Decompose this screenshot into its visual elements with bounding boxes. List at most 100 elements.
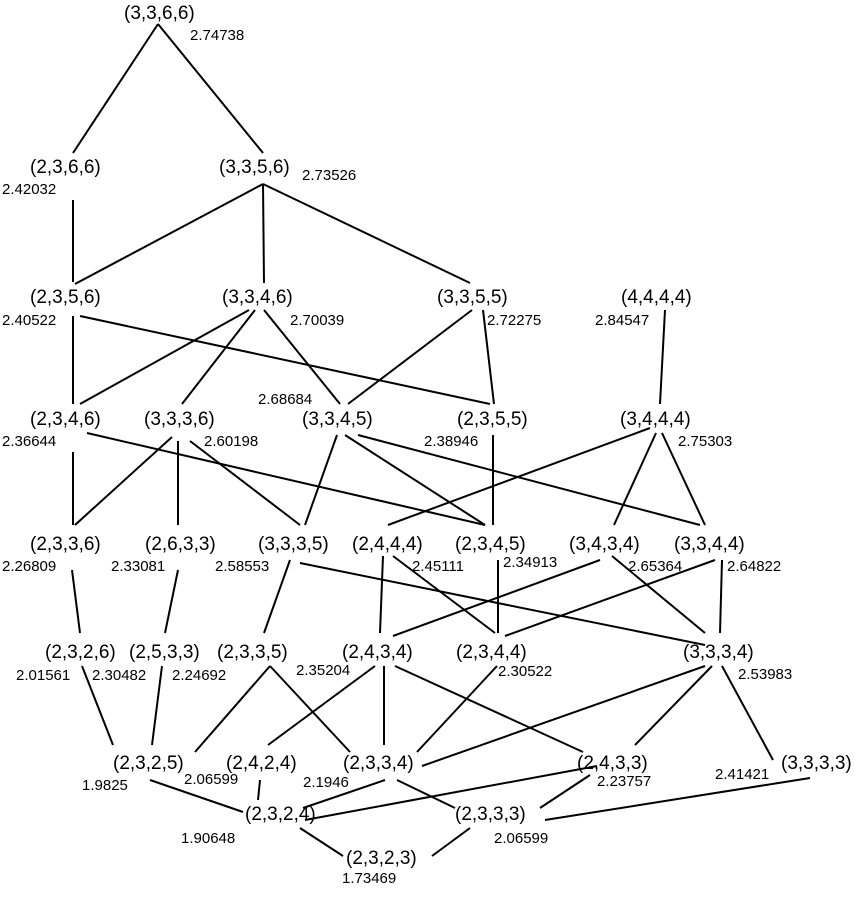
node-value: 2.41421 <box>715 766 769 783</box>
node-label: (3,4,3,4) <box>569 534 640 555</box>
node-value: 2.23757 <box>597 773 651 790</box>
node-label: (2,3,2,5) <box>113 753 184 774</box>
node-value: 2.42032 <box>2 181 56 198</box>
edge-3434-3334 <box>611 555 706 634</box>
edge-3346-3345 <box>263 309 341 405</box>
node-label: (2,3,5,6) <box>30 287 101 308</box>
node-label: (2,4,4,4) <box>352 534 423 555</box>
node-label: (3,3,3,6) <box>144 409 215 430</box>
node-label: (2,3,4,4) <box>456 642 527 663</box>
node-label: (3,3,4,5) <box>302 409 373 430</box>
node-value: 2.73526 <box>302 167 356 184</box>
node-label: (2,6,3,3) <box>145 534 216 555</box>
node-value: 2.65364 <box>628 558 682 575</box>
edge-3356-3346 <box>262 183 265 284</box>
node-value: 2.35204 <box>296 662 350 679</box>
edge-3344-2344 <box>504 559 716 637</box>
node-value: 2.75303 <box>678 433 732 450</box>
node-label: (3,3,5,6) <box>219 157 290 178</box>
node-value: 2.68684 <box>258 391 312 408</box>
node-value: 2.58553 <box>215 558 269 575</box>
edge-2326-2325 <box>81 665 114 746</box>
edge-2633-2533 <box>164 569 179 634</box>
node-label: (3,3,6,6) <box>124 3 195 24</box>
edge-2346-2345 <box>86 432 486 526</box>
edge-2333-2323 <box>431 827 471 857</box>
edge-2344-2334 <box>416 665 498 753</box>
node-label: (2,3,4,6) <box>30 409 101 430</box>
node-value: 2.1946 <box>303 774 349 791</box>
node-value: 2.30482 <box>92 667 146 684</box>
edge-2334-2333 <box>396 779 456 809</box>
edge-3444-3344 <box>661 432 706 526</box>
edge-3434-2434 <box>392 559 601 637</box>
edge-2356-2355 <box>79 315 491 405</box>
node-label: (2,3,3,5) <box>217 642 288 663</box>
node-label: (3,3,3,4) <box>683 642 754 663</box>
node-value: 2.26809 <box>2 558 56 575</box>
node-label: (2,4,3,3) <box>577 753 648 774</box>
node-label: (2,3,4,5) <box>455 534 526 555</box>
edge-3336-2336 <box>74 436 173 526</box>
node-label: (2,4,2,4) <box>226 753 297 774</box>
edge-2334-2324 <box>302 779 386 809</box>
node-label: (2,4,3,4) <box>342 642 413 663</box>
edge-3444-3434 <box>613 432 657 526</box>
node-value: 2.72275 <box>487 312 541 329</box>
node-label: (2,3,5,5) <box>457 409 528 430</box>
node-label: (2,5,3,3) <box>129 642 200 663</box>
node-label: (3,3,3,3) <box>781 753 852 774</box>
node-value: 2.06599 <box>184 771 238 788</box>
edge-2433-2324 <box>304 765 598 821</box>
edge-3334-2334 <box>421 665 706 767</box>
edge-3335-2335 <box>263 559 291 634</box>
edge-3356-2356 <box>74 183 264 285</box>
edge-2444-2344 <box>392 555 496 634</box>
node-value: 2.36644 <box>2 433 56 450</box>
edge-4444-3444 <box>659 309 666 405</box>
edge-3355-2355 <box>482 309 495 405</box>
edge-3334-3333 <box>721 665 774 761</box>
node-value: 2.74738 <box>190 27 244 44</box>
edge-3355-3345 <box>347 309 473 405</box>
node-label: (2,3,2,6) <box>45 642 116 663</box>
edge-3345-2345 <box>344 434 486 526</box>
node-value: 2.45111 <box>412 558 464 575</box>
node-value: 2.34913 <box>503 554 557 571</box>
node-value: 2.01561 <box>16 667 70 684</box>
edge-2325-2324 <box>149 779 244 813</box>
edge-3346-2346 <box>79 309 250 405</box>
edge-3444-2444 <box>387 427 651 526</box>
node-label: (4,4,4,4) <box>621 287 692 308</box>
edge-3333-2333 <box>544 777 811 821</box>
edge-3346-3336 <box>181 309 256 405</box>
edge-3366-2366 <box>72 23 159 154</box>
node-label: (3,3,3,5) <box>258 534 329 555</box>
edge-3335-3334 <box>299 562 706 646</box>
node-label: (3,3,4,6) <box>222 287 293 308</box>
node-value: 2.38946 <box>424 433 478 450</box>
node-value: 1.90648 <box>181 830 235 847</box>
node-value: 1.73469 <box>342 870 396 887</box>
edge-2324-2323 <box>299 827 344 857</box>
edge-2424-2324 <box>257 779 261 801</box>
node-value: 2.06599 <box>494 830 548 847</box>
node-value: 2.40522 <box>2 312 56 329</box>
node-value: 2.60198 <box>204 433 258 450</box>
node-label: (2,3,3,3) <box>455 804 526 825</box>
edge-2434-2433 <box>394 665 584 753</box>
node-value: 2.33081 <box>111 558 165 575</box>
edge-3345-3335 <box>304 434 338 526</box>
edge-3344-3334 <box>719 559 723 634</box>
node-value: 2.53983 <box>738 666 792 683</box>
edge-3336-3335 <box>189 440 301 526</box>
node-label: (2,3,3,6) <box>30 534 101 555</box>
node-label: (2,3,3,4) <box>343 753 414 774</box>
node-value: 2.84547 <box>595 312 649 329</box>
node-label: (2,3,2,3) <box>346 848 417 869</box>
edge-2433-2333 <box>539 774 591 809</box>
edges <box>71 23 811 857</box>
edge-2336-2326 <box>71 569 81 634</box>
node-value: 2.24692 <box>172 667 226 684</box>
